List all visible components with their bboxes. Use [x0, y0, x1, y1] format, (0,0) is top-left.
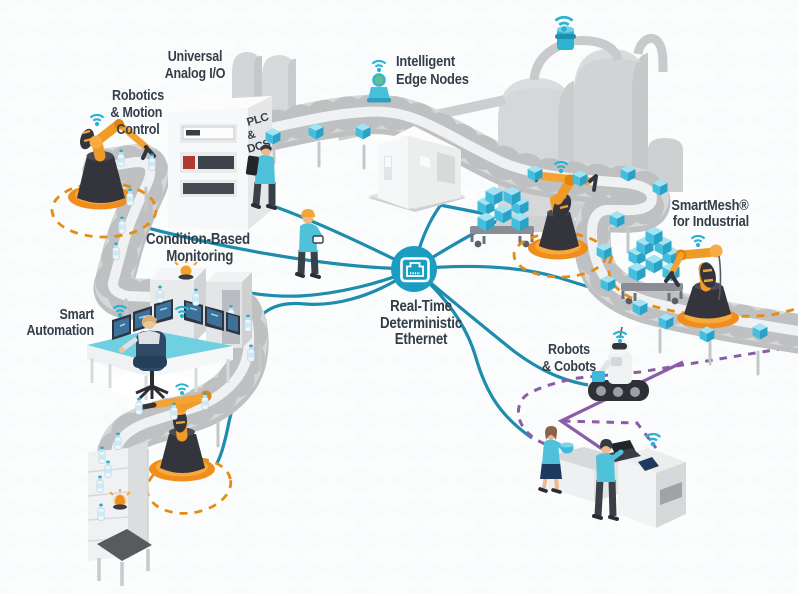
svg-text:SmartMesh®for Industrial: SmartMesh®for Industrial	[671, 196, 749, 229]
svg-text:1110: 1110	[187, 131, 198, 137]
svg-text:Robots& Cobots: Robots& Cobots	[542, 341, 596, 374]
